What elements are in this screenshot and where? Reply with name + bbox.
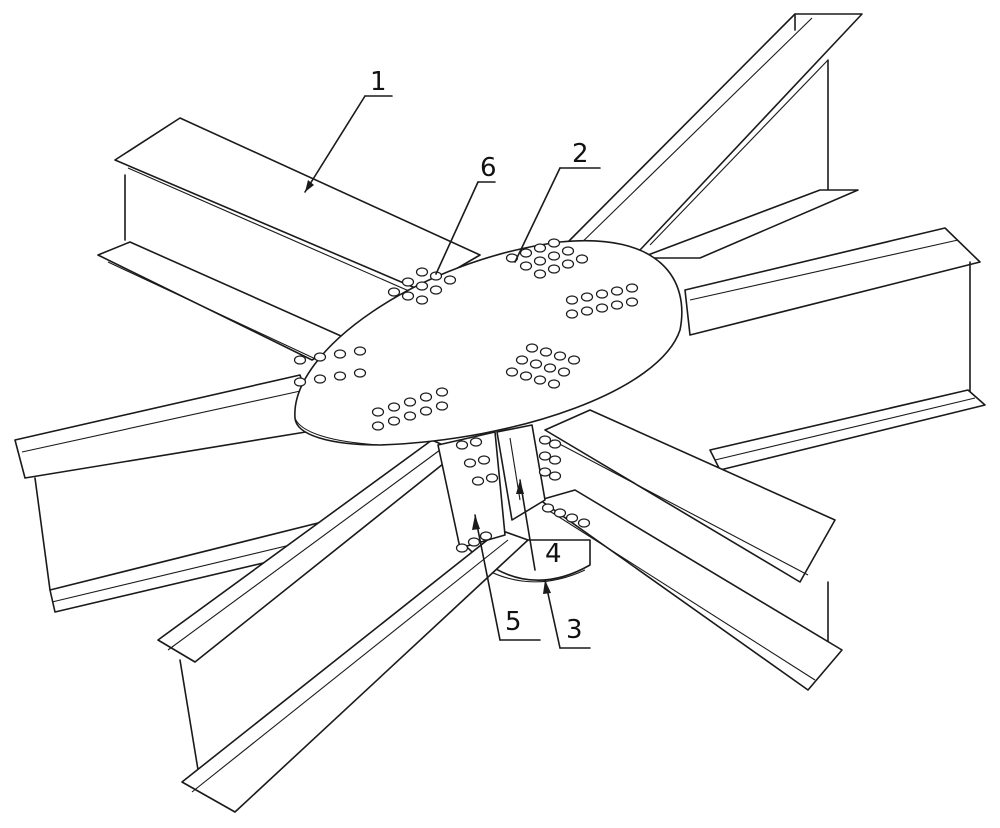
bolt-head — [403, 411, 417, 421]
leader-lines — [304, 95, 601, 649]
bolt-head — [455, 543, 469, 553]
bolt-head — [455, 440, 469, 450]
bolt-head — [541, 503, 555, 513]
bolt-head — [547, 264, 561, 274]
bolt-head — [415, 267, 429, 277]
bolt-head — [387, 287, 401, 297]
bolt-head — [529, 359, 543, 369]
bolt-head — [553, 351, 567, 361]
bolt-head — [467, 537, 481, 547]
bolt-head — [548, 455, 562, 465]
bolt-head — [561, 259, 575, 269]
bolt-head — [401, 291, 415, 301]
bolt-head — [415, 295, 429, 305]
bolt-head — [519, 248, 533, 258]
bolt-head — [557, 367, 571, 377]
top-plate — [294, 239, 683, 446]
bolt-head — [419, 406, 433, 416]
beam-lower-left — [157, 439, 529, 813]
bolt-head — [538, 451, 552, 461]
bolt-head — [403, 397, 417, 407]
bolt-head — [479, 531, 493, 541]
bolt-head — [625, 297, 639, 307]
bolt-head — [353, 368, 367, 378]
beam-lower-right — [539, 409, 843, 691]
bolt-head — [293, 355, 307, 365]
bolt-head — [333, 349, 347, 359]
bolt-head — [519, 261, 533, 271]
bolt-head — [565, 295, 579, 305]
bolt-head — [565, 513, 579, 523]
bolt-head — [415, 281, 429, 291]
label-part-1: 1 — [370, 67, 387, 97]
bolt-head — [371, 421, 385, 431]
label-part-4: 4 — [545, 539, 562, 569]
bolt-head — [625, 283, 639, 293]
bolt-head — [401, 277, 415, 287]
bolt-head — [505, 367, 519, 377]
bolt-head — [567, 355, 581, 365]
bolt-head — [435, 387, 449, 397]
bolt-head — [463, 458, 477, 468]
bolt-head — [419, 392, 433, 402]
bolt-head — [610, 300, 624, 310]
bolt-head — [580, 306, 594, 316]
bolt-head — [429, 271, 443, 281]
label-part-3: 3 — [566, 615, 583, 645]
bolt-head — [538, 467, 552, 477]
bolt-head — [353, 346, 367, 356]
bolt-head — [371, 407, 385, 417]
bolt-head — [577, 518, 591, 528]
beam-upper-left — [97, 117, 481, 363]
bolt-head — [547, 238, 561, 248]
bolt-head — [525, 343, 539, 353]
bolt-head — [565, 309, 579, 319]
bolt-head — [533, 375, 547, 385]
bolt-head — [543, 363, 557, 373]
bolt-group — [293, 238, 639, 553]
bolt-head — [387, 416, 401, 426]
bolt-head — [435, 401, 449, 411]
bolt-head — [548, 439, 562, 449]
bolt-head — [595, 303, 609, 313]
bolt-head — [293, 377, 307, 387]
bolt-head — [580, 292, 594, 302]
bolt-head — [469, 437, 483, 447]
bolt-head — [538, 435, 552, 445]
bolt-head — [485, 473, 499, 483]
bolt-head — [515, 355, 529, 365]
bolt-head — [547, 251, 561, 261]
bolt-head — [471, 476, 485, 486]
bolt-head — [313, 352, 327, 362]
bolt-head — [575, 254, 589, 264]
bolt-head — [547, 379, 561, 389]
bolt-head — [313, 374, 327, 384]
beam-upper-right — [559, 13, 863, 259]
bolt-head — [387, 402, 401, 412]
bolt-head — [519, 371, 533, 381]
bolt-head — [333, 371, 347, 381]
label-part-5: 5 — [505, 607, 522, 637]
bolt-head — [561, 246, 575, 256]
bolt-head — [477, 455, 491, 465]
bolt-head — [443, 275, 457, 285]
bolt-head — [548, 471, 562, 481]
bolt-head — [539, 347, 553, 357]
beam-right — [684, 227, 986, 471]
bolt-head — [533, 269, 547, 279]
beam-left — [14, 374, 341, 613]
label-part-2: 2 — [572, 139, 589, 169]
label-part-6: 6 — [480, 153, 497, 183]
bolt-head — [429, 285, 443, 295]
bolt-head — [595, 289, 609, 299]
bolt-head — [610, 286, 624, 296]
bolt-head — [533, 243, 547, 253]
bolt-head — [533, 256, 547, 266]
bolt-head — [553, 508, 567, 518]
